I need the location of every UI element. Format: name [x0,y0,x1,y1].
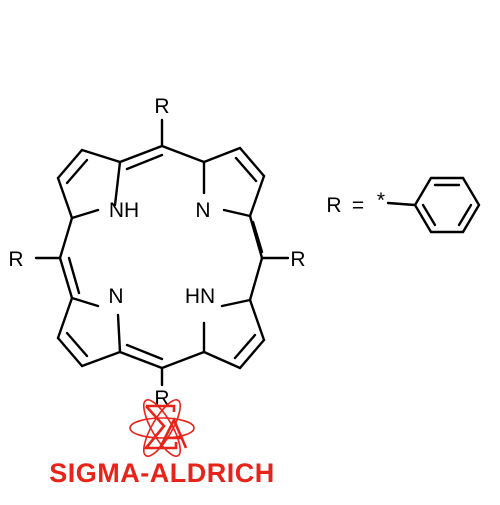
definition-r-label: R [326,194,341,217]
nitrogen-label-bottom-right: HN [185,285,215,308]
nitrogen-label-top-right: N [195,199,210,222]
substituent-label-top: R [154,95,169,118]
phenyl-ring [413,176,481,234]
nitrogen-label-bottom-left: N [108,285,123,308]
sigma-aldrich-atom-logo [129,399,195,457]
attachment-asterisk: * [377,189,385,212]
substituent-label-bottom: R [154,387,169,410]
definition-equals-sign: = [352,194,364,217]
brand-wordmark: SIGMA-ALDRICH [49,458,274,488]
porphyrin-bonds [34,118,290,387]
substituent-label-right: R [290,248,305,271]
substituent-definition: R = * [326,176,481,234]
nitrogen-label-top-left: NH [109,199,139,222]
substituent-label-left: R [8,248,23,271]
